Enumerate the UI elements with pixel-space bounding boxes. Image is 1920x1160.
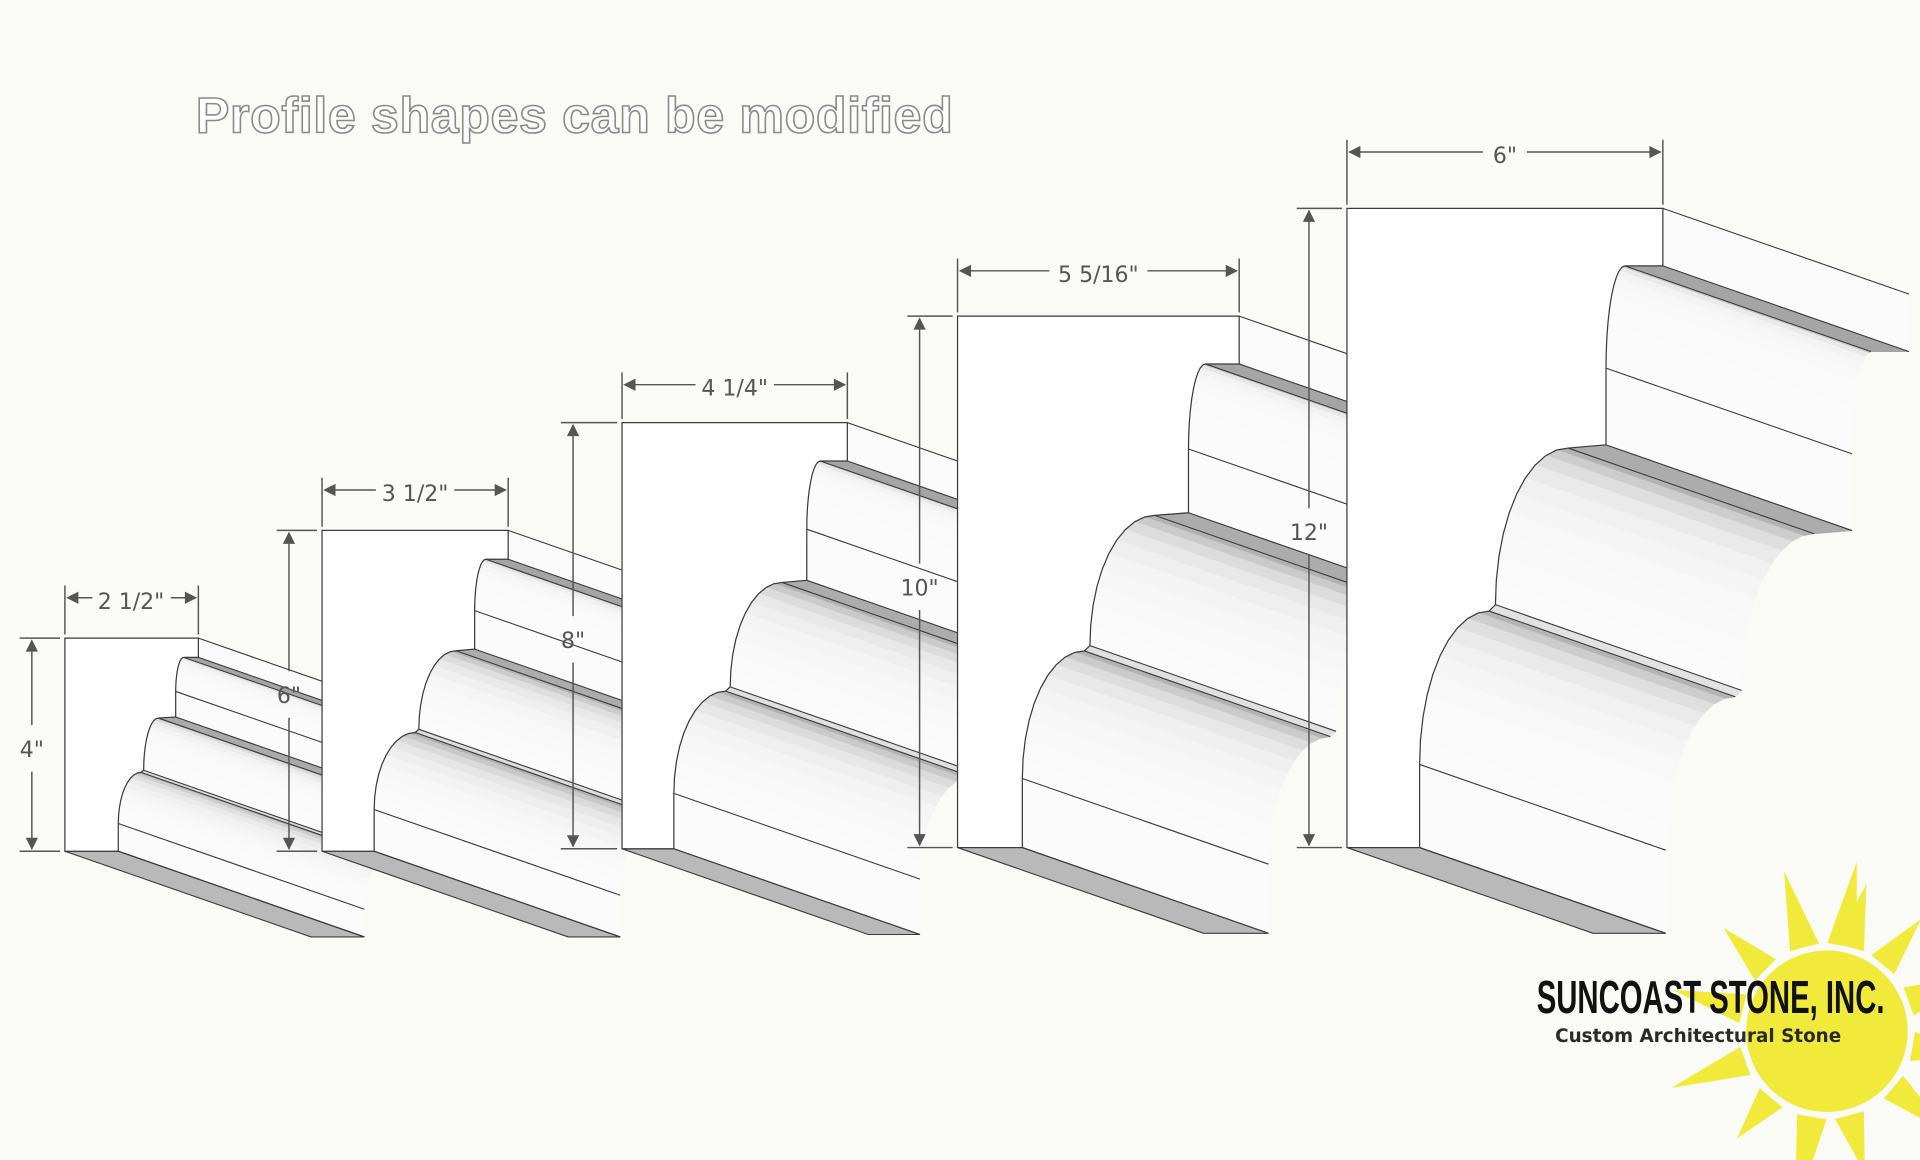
molding-edge: [1567, 447, 1815, 535]
molding-edge: [673, 792, 921, 880]
width-label-3: 4 1/4": [701, 377, 768, 402]
arrowhead-icon: [184, 591, 198, 604]
sun-ray-icon: [1903, 984, 1920, 1016]
arrowhead-icon: [913, 317, 926, 330]
molding-edge: [1089, 645, 1337, 732]
width-label-5: 6": [1493, 144, 1517, 169]
dimension-2: [276, 477, 509, 852]
molding-front-face: [64, 637, 199, 852]
dimension-5: [1296, 139, 1664, 849]
molding-edge: [1419, 847, 1666, 934]
arrowhead-icon: [623, 378, 636, 391]
molding-5: [1346, 207, 1910, 934]
dimension-4: [907, 258, 1240, 849]
width-label-1: 2 1/2": [98, 590, 165, 615]
molding-edge: [1084, 650, 1331, 738]
arrowhead-icon: [494, 483, 507, 497]
molding-front-face: [1346, 207, 1664, 849]
molding-edge: [1022, 847, 1269, 934]
width-label-2: 3 1/2": [382, 482, 449, 507]
logo-name: SUNCOAST STONE, INC.: [1537, 971, 1885, 1023]
molding-edge: [1662, 265, 1910, 353]
arrowhead-icon: [282, 837, 296, 850]
molding-edge: [725, 690, 972, 778]
arrowhead-icon: [958, 264, 972, 277]
molding-front-face: [956, 315, 1240, 849]
sun-ray-icon: [1789, 889, 1819, 952]
molding-edge: [730, 686, 977, 774]
molding-edge: [118, 823, 365, 910]
sun-ray-icon: [1796, 1114, 1827, 1160]
molding-edge: [1488, 610, 1736, 698]
molding-edge: [1605, 367, 1853, 455]
molding-1: [64, 637, 445, 938]
page-title: Profile shapes can be modified: [196, 87, 953, 143]
arrowhead-icon: [1225, 264, 1238, 277]
sun-ray-icon: [1671, 1046, 1751, 1088]
arrowhead-icon: [282, 531, 296, 544]
sun-ray-icon: [1835, 1111, 1865, 1160]
height-label-4: 10": [901, 576, 939, 601]
arrowhead-icon: [913, 834, 926, 847]
molding-edge: [118, 850, 365, 938]
molding-edge: [1495, 604, 1742, 691]
sun-ray-icon: [1871, 919, 1920, 975]
arrowhead-icon: [1348, 145, 1361, 159]
arrowhead-icon: [1302, 209, 1316, 222]
molding-edge: [1605, 444, 1853, 532]
dimension-1: [19, 585, 200, 852]
molding-front-face: [321, 529, 509, 852]
molding-edge: [373, 850, 621, 938]
molding-edge: [1022, 777, 1269, 865]
arrowhead-icon: [833, 378, 847, 391]
sun-ray-icon: [1673, 990, 1747, 1024]
molding-3: [621, 422, 1094, 936]
dimension-3: [560, 372, 849, 850]
molding-edge: [1419, 763, 1666, 851]
arrowhead-icon: [1302, 834, 1316, 847]
arrowhead-icon: [25, 837, 38, 850]
width-label-4: 5 5/16": [1058, 263, 1139, 288]
arrowhead-icon: [25, 639, 38, 652]
arrowhead-icon: [323, 483, 336, 497]
molding-edge: [673, 848, 921, 936]
molding-edge: [373, 808, 621, 896]
logo: [1671, 861, 1920, 1160]
sun-ray-icon: [1736, 1088, 1783, 1139]
molding-edge: [1624, 265, 1872, 353]
logo-tagline: Custom Architectural Stone: [1555, 1026, 1841, 1047]
sun-ray-icon: [1723, 927, 1777, 981]
molding-edge: [1662, 207, 1910, 295]
sun-ray-icon: [1835, 883, 1867, 952]
sun-ray-icon: [1883, 1075, 1920, 1118]
sun-icon: [1746, 950, 1908, 1113]
molding-shapes: [64, 207, 1910, 938]
sun-ray-icon: [1909, 1031, 1920, 1062]
molding-front-face: [621, 422, 848, 850]
height-label-5: 12": [1290, 521, 1328, 546]
arrowhead-icon: [566, 835, 580, 848]
arrowhead-icon: [66, 591, 79, 604]
height-label-2: 6": [277, 684, 301, 709]
arrowhead-icon: [1649, 145, 1662, 159]
height-label-3: 8": [561, 629, 585, 654]
height-label-1: 4": [20, 738, 44, 763]
molding-edge: [414, 732, 662, 819]
arrowhead-icon: [566, 423, 580, 437]
dimension-lines: [19, 139, 1664, 852]
